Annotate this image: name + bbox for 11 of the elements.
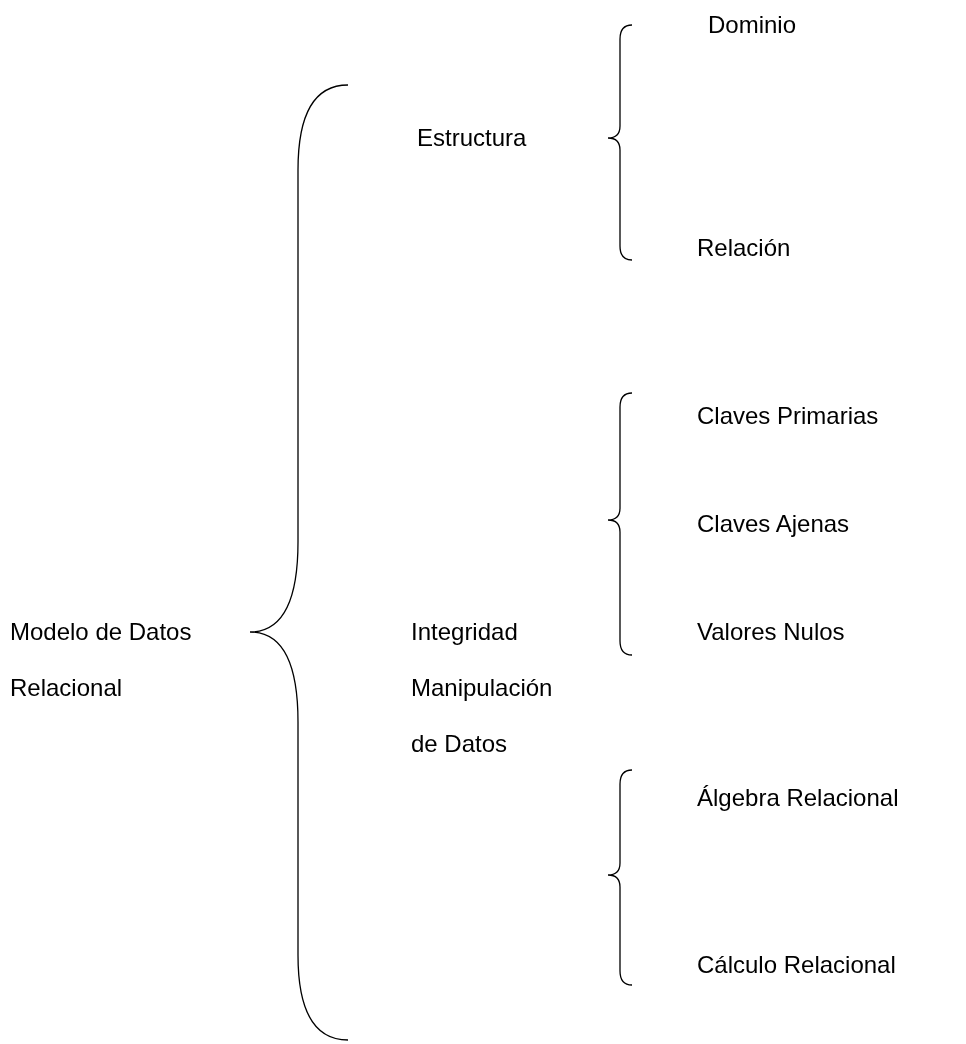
node-label: Álgebra Relacional [697, 770, 962, 826]
node-label: Integridad [411, 604, 571, 660]
node-label: Modelo de Datos Relacional [10, 604, 240, 716]
node-label: Manipulación de Datos [411, 660, 581, 772]
node-label: Valores Nulos [697, 604, 927, 660]
node-label: Claves Primarias [697, 388, 957, 444]
node-label: Estructura [417, 110, 587, 166]
node-label: Cálculo Relacional [697, 937, 962, 993]
node-label: Claves Ajenas [697, 496, 927, 552]
node-label: Relación [697, 220, 847, 276]
node-label: Dominio [708, 0, 858, 53]
